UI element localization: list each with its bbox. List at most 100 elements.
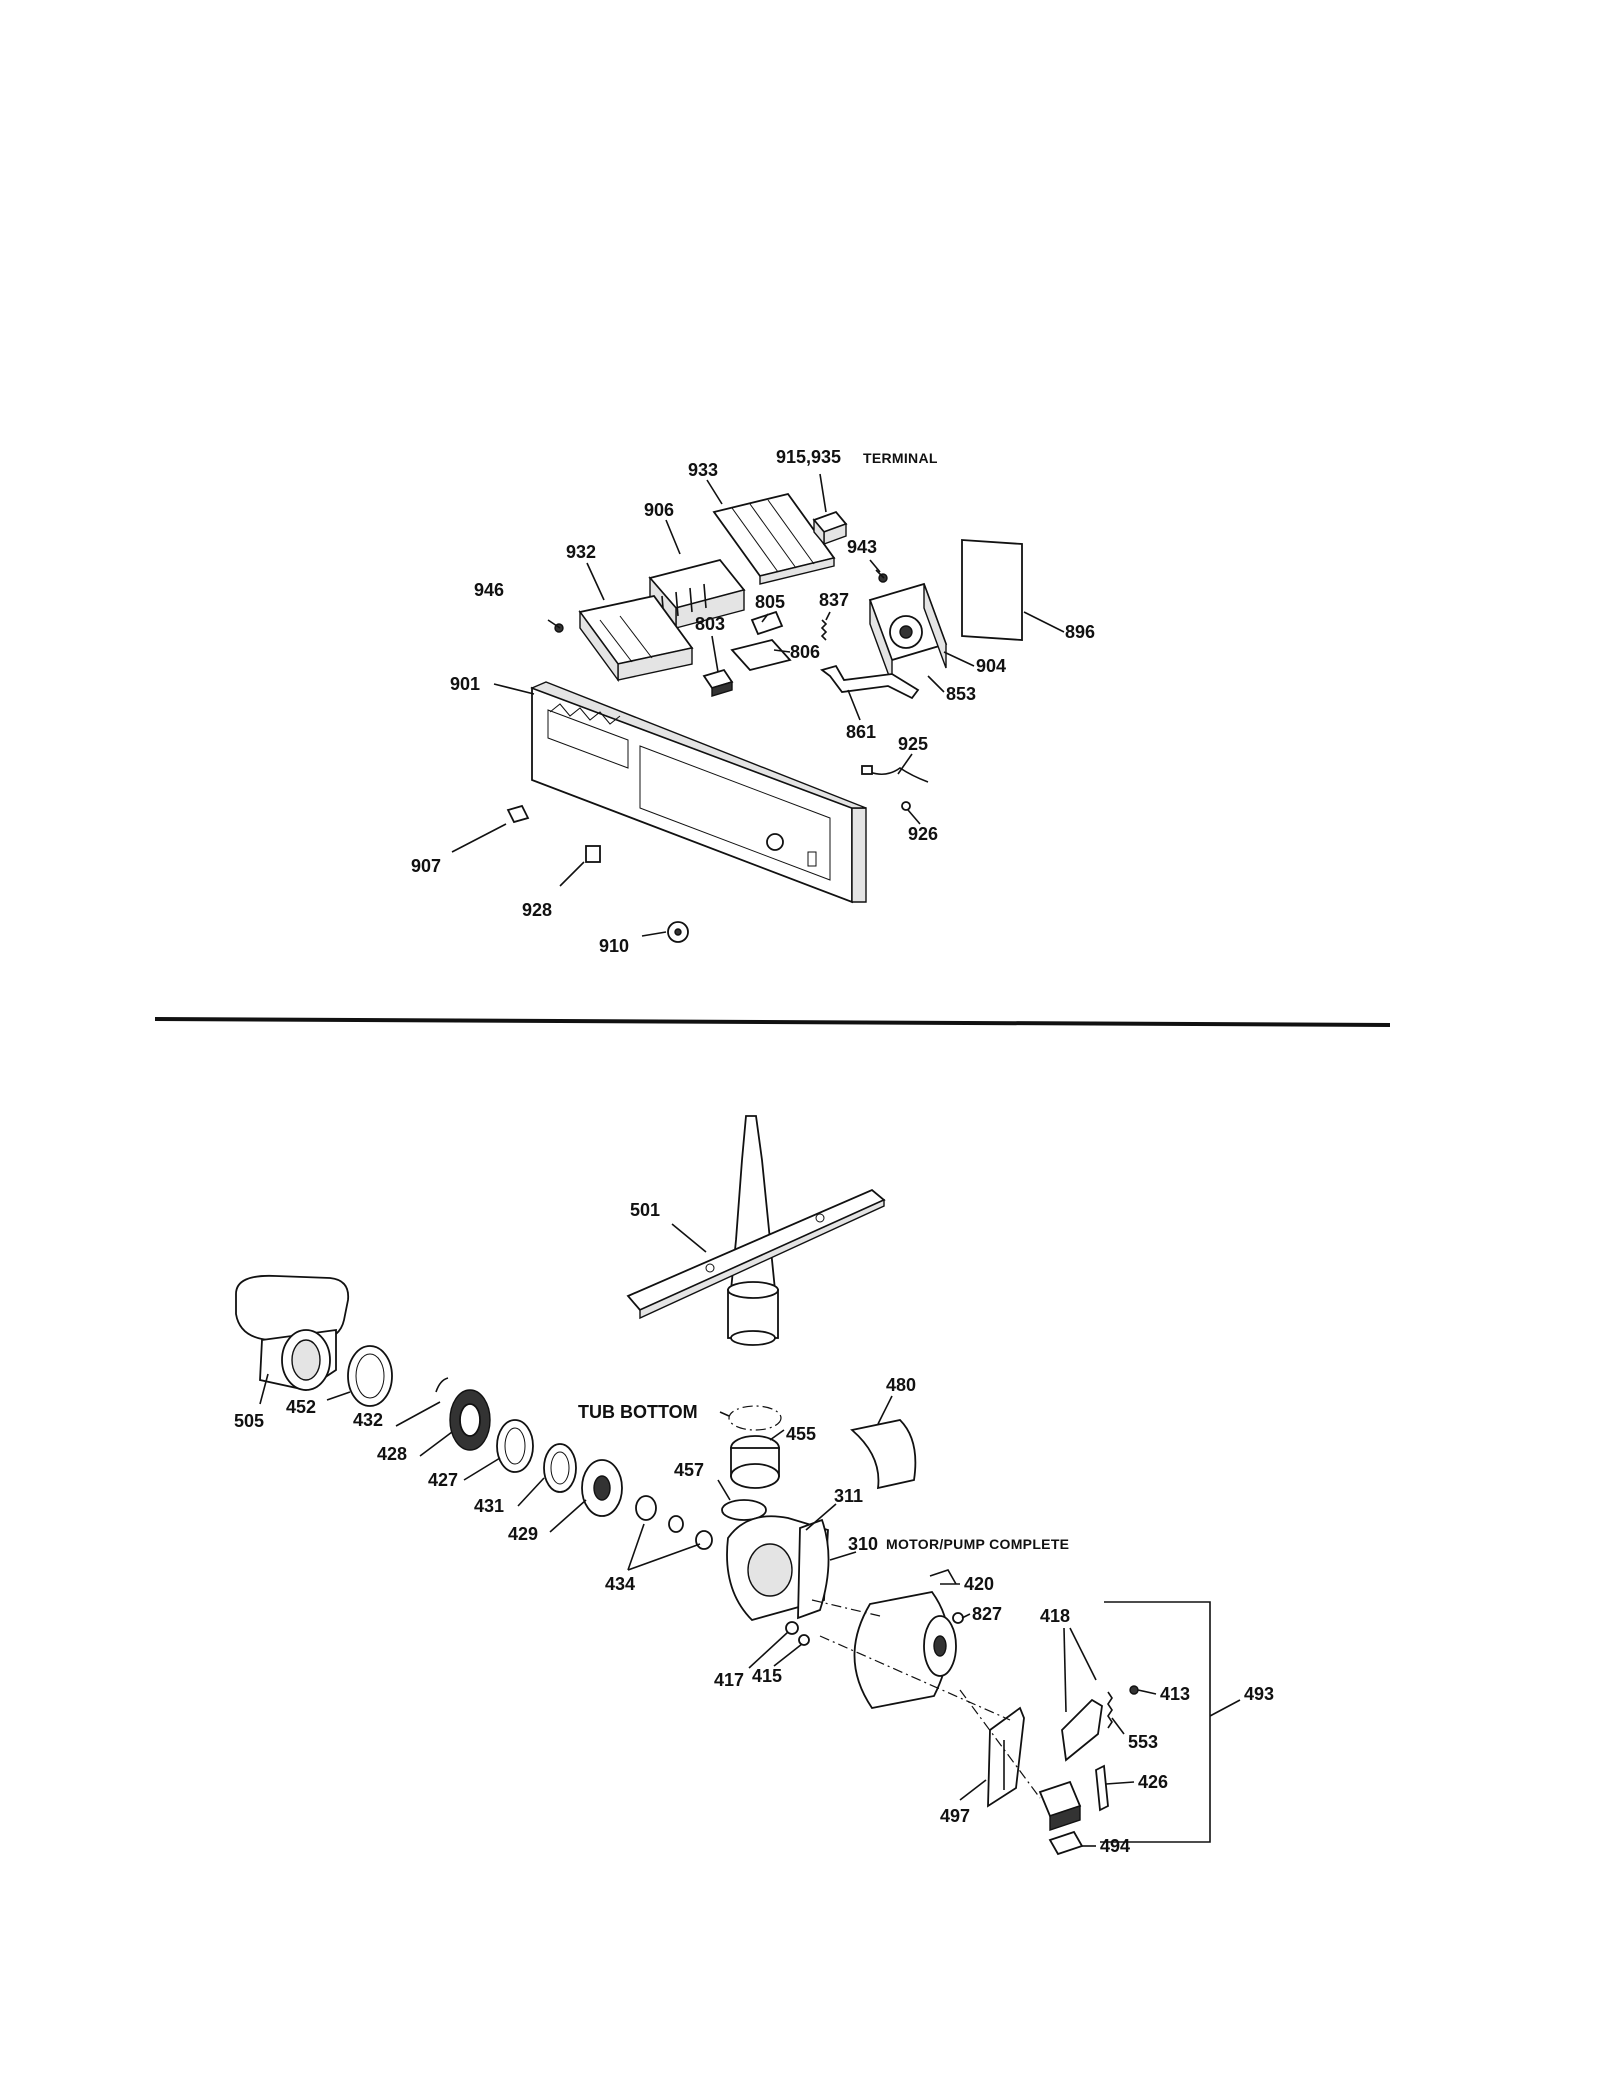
part-907-knob [506,804,530,824]
callout-806: 806 [790,642,820,662]
group-493-frame [1100,1601,1241,1843]
callout-906: 906 [644,500,674,520]
note-terminal: TERMINAL [863,450,938,466]
callout-946: 946 [474,580,504,600]
callout-497: 497 [940,1806,970,1826]
leader-lines-top [451,473,1065,937]
part-861-harness [820,664,920,700]
callout-432: 432 [353,1410,383,1430]
callout-932: 932 [566,542,596,562]
part-480-shield [850,1419,917,1490]
part-896-sheet [961,539,1023,641]
callout-803: 803 [695,614,725,634]
part-311-pump-body [726,1515,830,1622]
part-915-935-terminal [812,510,848,546]
alignment-lines [811,1599,1041,1799]
part-904-timer [868,582,948,685]
part-928 [585,845,601,863]
callout-426: 426 [1138,1772,1168,1792]
callout-311: 311 [834,1486,863,1506]
callout-915-935: 915,935 [776,447,841,467]
tub-bottom-ring [728,1405,782,1431]
part-505-housing [235,1274,350,1391]
part-803-switch [702,668,734,697]
callout-827: 827 [972,1604,1002,1624]
callouts-top: 915,935 TERMINAL 933 906 943 932 946 805… [411,447,1095,956]
part-420-wire [929,1569,957,1585]
callout-926: 926 [908,824,938,844]
callout-896: 896 [1065,622,1095,642]
part-501-spray-arm [626,1115,886,1346]
part-932-bracket [578,594,694,683]
callout-310: 310 [848,1534,878,1554]
part-497-bracket [987,1706,1025,1808]
callout-904: 904 [976,656,1006,676]
callout-455: 455 [786,1424,816,1444]
callout-429: 429 [508,1524,538,1544]
callout-413: 413 [1160,1684,1190,1704]
callout-418: 418 [1040,1606,1070,1626]
part-943-screw [875,569,888,583]
callout-420: 420 [964,1574,994,1594]
part-806-insulator [730,638,792,672]
control-panel-section: 915,935 TERMINAL 933 906 943 932 946 805… [411,447,1095,956]
callout-431: 431 [474,1496,504,1516]
part-901-console [530,681,867,904]
callout-457: 457 [674,1460,704,1480]
part-457-clamp [721,1499,767,1521]
callout-480: 480 [886,1375,916,1395]
callout-933: 933 [688,460,718,480]
callout-434: 434 [605,1574,635,1594]
leader-lines-bottom [259,1223,1157,1847]
part-553-spring [1107,1691,1113,1729]
callout-417: 417 [714,1670,744,1690]
callout-853: 853 [946,684,976,704]
callouts-bottom: 501 505 452 432 428 427 431 429 TUB BOTT… [234,1200,1274,1856]
part-429-impeller [581,1459,623,1517]
part-432-wire [435,1377,449,1393]
part-426-pin [1095,1764,1109,1812]
part-925-wire [861,765,929,783]
part-827 [952,1612,964,1624]
part-452-clamp [347,1345,393,1407]
part-933-board [712,492,836,585]
part-solenoid [1038,1780,1082,1831]
part-431-ring [543,1443,577,1493]
part-434-hardware [635,1495,713,1550]
note-motor-pump-complete: MOTOR/PUMP COMPLETE [886,1536,1069,1552]
callout-501: 501 [630,1200,660,1220]
callout-505: 505 [234,1411,264,1431]
callout-837: 837 [819,590,849,610]
callout-tub-bottom: TUB BOTTOM [578,1402,698,1422]
part-946-screw [547,619,564,633]
callout-943: 943 [847,537,877,557]
callout-928: 928 [522,900,552,920]
callout-428: 428 [377,1444,407,1464]
part-455-gasket [730,1435,780,1489]
callout-925: 925 [898,734,928,754]
callout-553: 553 [1128,1732,1158,1752]
pump-section: 501 505 452 432 428 427 431 429 TUB BOTT… [234,1115,1274,1856]
callout-805: 805 [755,592,785,612]
callout-494: 494 [1100,1836,1130,1856]
part-494 [1048,1830,1084,1856]
part-418-bracket [1061,1698,1103,1762]
callout-493: 493 [1244,1684,1274,1704]
part-413 [1129,1685,1139,1695]
callout-415: 415 [752,1666,782,1686]
section-divider [154,1017,1391,1027]
part-427-ring [496,1419,534,1473]
callout-910: 910 [599,936,629,956]
part-910-knob [667,921,689,943]
callout-901: 901 [450,674,480,694]
callout-861: 861 [846,722,876,742]
callout-427: 427 [428,1470,458,1490]
part-906-switch-block [648,558,746,630]
part-926 [901,801,911,811]
part-837-spring [820,619,828,641]
callout-907: 907 [411,856,441,876]
part-310-motor [853,1591,957,1709]
part-417-415 [785,1621,810,1646]
callout-452: 452 [286,1397,316,1417]
